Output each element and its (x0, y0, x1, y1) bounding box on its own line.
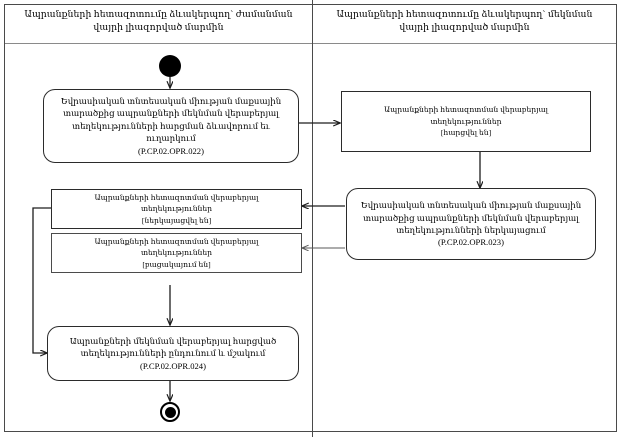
action-node-opr-022[interactable]: Եվրասիական տնտեսական միության մաքսային տ… (43, 89, 299, 163)
swimlane-title-departure: Ապրանքների հետազոտումը ձևակերպող` մեկնմա… (336, 9, 593, 33)
object-node-info-presented[interactable]: Ապրանքների հետազոտման վերաբերյալ տեղեկու… (51, 189, 302, 229)
object-presented-text: Ապրանքների հետազոտման վերաբերյալ տեղեկու… (94, 192, 259, 214)
action-024-code: (P.CP.02.OPR.024) (140, 360, 206, 371)
object-requested-state: [հարցվել են] (440, 128, 492, 138)
swimlane-divider (312, 0, 313, 437)
swimlane-title-arrival: Ապրանքների հետազոտումը ձևակերպող` ժամանմ… (24, 9, 293, 33)
object-node-info-requested[interactable]: Ապրանքների հետազոտման վերաբերյալ տեղեկու… (341, 91, 591, 152)
final-node (160, 402, 180, 422)
action-022-code: (P.CP.02.OPR.022) (138, 145, 204, 156)
swimlane-header-departure: Ապրանքների հետազոտումը ձևակերպող` մեկնմա… (313, 0, 616, 44)
action-022-text: Եվրասիական տնտեսական միության մաքսային տ… (60, 95, 282, 144)
object-presented-state: [ներկայացվել են] (141, 215, 212, 225)
object-node-info-absent[interactable]: Ապրանքների հետազոտման վերաբերյալ տեղեկու… (51, 233, 302, 273)
action-node-opr-024[interactable]: Ապրանքների մեկնման վերաբերյալ հարցված տե… (47, 326, 299, 381)
object-absent-text: Ապրանքների հետազոտման վերաբերյալ տեղեկու… (94, 236, 259, 258)
action-024-text: Ապրանքների մեկնման վերաբերյալ հարցված տե… (69, 335, 277, 359)
initial-node (159, 55, 181, 77)
action-023-code: (P.CP.02.OPR.023) (438, 237, 504, 248)
action-node-opr-023[interactable]: Եվրասիական տնտեսական միության մաքսային տ… (346, 188, 596, 260)
action-023-text: Եվրասիական տնտեսական միության մաքսային տ… (360, 200, 582, 235)
object-absent-state: [բացակայում են] (142, 259, 211, 269)
swimlane-header-arrival: Ապրանքների հետազոտումը ձևակերպող` ժամանմ… (5, 0, 312, 44)
object-requested-text: Ապրանքների հետազոտման վերաբերյալ տեղեկու… (384, 105, 548, 126)
